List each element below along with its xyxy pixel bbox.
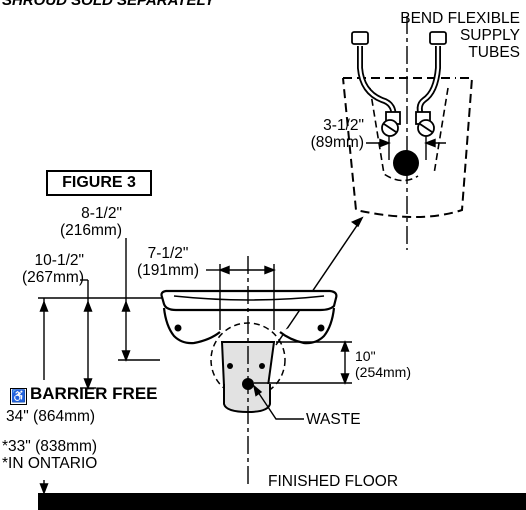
wheelchair-accessible-icon: ♿ bbox=[10, 388, 27, 405]
height-dimension-10 bbox=[254, 340, 352, 385]
overall-height-dimension bbox=[39, 298, 49, 495]
waste-leader bbox=[252, 384, 304, 420]
height-dimension-8-1-2 bbox=[118, 238, 160, 362]
dim-8-1-2-label: 8-1/2" (216mm) bbox=[59, 205, 122, 239]
ontario-label: *IN ONTARIO bbox=[2, 455, 98, 472]
finished-floor-label: FINISHED FLOOR bbox=[268, 473, 399, 490]
height-34-label: 34" (864mm) bbox=[6, 408, 96, 425]
shroud-inner-right bbox=[433, 87, 449, 175]
shroud-note: SHROUD SOLD SEPARATELY bbox=[2, 0, 215, 9]
waste-drain-top bbox=[393, 150, 419, 176]
bowl-right bbox=[279, 307, 336, 345]
figure-label: FIGURE 3 bbox=[46, 170, 152, 196]
bend-tubes-label: BEND FLEXIBLE SUPPLY TUBES bbox=[400, 10, 520, 61]
barrier-free-label: ♿BARRIER FREE bbox=[10, 384, 158, 405]
supply-spacing-label: 3-1/2" (89mm) bbox=[310, 117, 364, 151]
dim-7-1-2-label: 7-1/2" (191mm) bbox=[136, 245, 199, 279]
dim-10-label: 10" (254mm) bbox=[355, 348, 412, 380]
supply-spacing-dimension bbox=[366, 136, 446, 160]
height-33-label: *33" (838mm) bbox=[2, 438, 98, 455]
detail-leader-arrow bbox=[275, 216, 364, 346]
height-dimension-10-1-2 bbox=[80, 279, 96, 390]
finished-floor bbox=[38, 493, 526, 510]
supply-stops bbox=[351, 31, 447, 137]
waste-label: WASTE bbox=[306, 411, 361, 428]
supply-tube-left bbox=[357, 46, 397, 121]
shroud-inner-left bbox=[369, 87, 419, 182]
width-dimension-7-1-2 bbox=[206, 264, 276, 330]
lavatory-fixture bbox=[160, 289, 338, 345]
rim-inner bbox=[173, 295, 325, 301]
bowl-left bbox=[162, 307, 221, 345]
dim-10-1-2-label: 10-1/2" (267mm) bbox=[21, 252, 84, 286]
